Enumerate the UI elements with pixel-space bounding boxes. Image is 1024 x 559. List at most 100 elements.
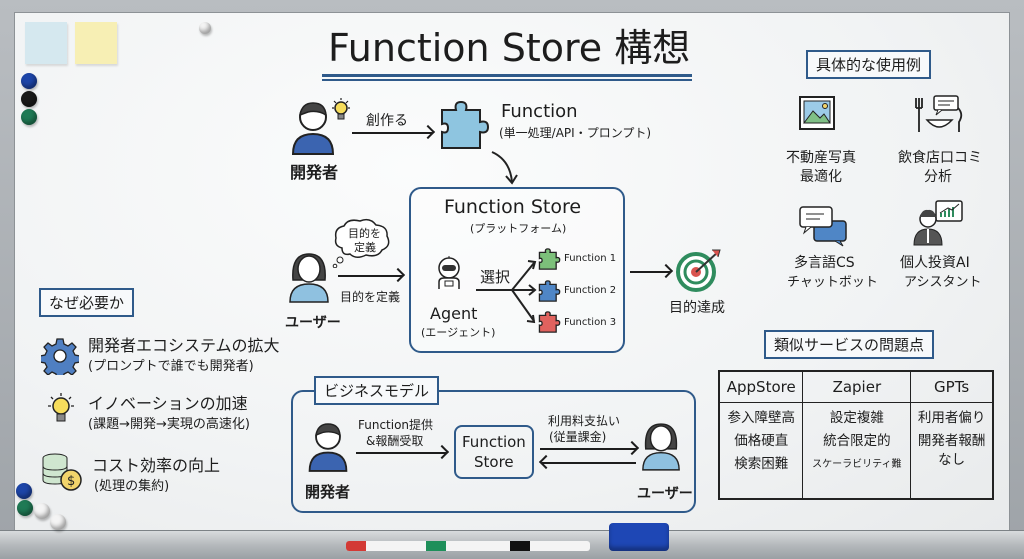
use-case-2-line-2: 分析 xyxy=(924,169,952,185)
zapier-issues: 設定複雑 統合限定的 スケーラビリティ難 xyxy=(802,401,912,500)
use-case-1-line-2: 最適化 xyxy=(800,169,842,185)
use-case-1-line-1: 不動産写真 xyxy=(786,150,856,166)
gpts-issues: 利用者偏り 開発者報酬 なし xyxy=(910,401,994,500)
bm-user-label: ユーザー xyxy=(637,486,693,502)
pay-line-2: (従量課金) xyxy=(549,430,607,444)
function-2-label: Function 2 xyxy=(564,285,617,296)
use-case-4-line-1: 個人投資AI xyxy=(900,255,970,271)
comparison-table: AppStore Zapier GPTs 参入障壁高 価格硬直 検索困難 設定複… xyxy=(718,370,994,500)
cell: なし xyxy=(938,451,966,468)
define-goal-label: 目的を定義 xyxy=(340,290,401,304)
store-title: Function Store xyxy=(444,196,582,218)
provide-line-2: &報酬受取 xyxy=(366,434,424,448)
page-title: Function Store 構想 xyxy=(328,26,691,70)
cell: 設定複雑 xyxy=(829,409,884,426)
bm-function-store-box xyxy=(454,425,534,479)
user-label: ユーザー xyxy=(285,315,341,331)
puzzle-piece-blue-icon xyxy=(538,280,562,306)
puzzle-piece-icon xyxy=(440,100,492,154)
thought-bubble xyxy=(332,218,392,272)
use-cases-header: 具体的な使用例 xyxy=(806,50,932,79)
robot-agent-icon xyxy=(434,256,464,294)
why-item-2-title: イノベーションの加速 xyxy=(88,394,248,413)
goal-achieved-label: 目的達成 xyxy=(669,300,725,316)
why-item-2-sub: (課題→開発→実現の高速化) xyxy=(88,417,250,432)
use-case-2-line-1: 飲食店口コミ xyxy=(898,150,982,166)
business-model-header: ビジネスモデル xyxy=(314,376,440,405)
puzzle-piece-red-icon xyxy=(538,311,562,337)
svg-text:$: $ xyxy=(67,474,75,489)
lightbulb-icon xyxy=(330,98,352,128)
goal-arrow xyxy=(630,271,670,273)
cell: 検索困難 xyxy=(734,455,789,472)
magnet-blue xyxy=(16,483,32,499)
eraser[interactable] xyxy=(609,523,669,551)
thought-line-1: 目的を xyxy=(348,227,381,240)
magnet-black xyxy=(21,91,37,107)
appstore-issues: 参入障壁高 価格硬直 検索困難 xyxy=(718,401,804,500)
target-icon xyxy=(676,248,722,296)
why-item-3-title: コスト効率の向上 xyxy=(92,456,221,475)
function-3-label: Function 3 xyxy=(564,317,617,328)
create-label: 創作る xyxy=(366,113,408,129)
business-model-box xyxy=(291,390,696,513)
gear-icon xyxy=(39,337,81,380)
magnet-white xyxy=(34,503,50,519)
magnet-white xyxy=(50,514,66,530)
user-avatar xyxy=(287,250,331,308)
developer-avatar xyxy=(305,421,351,477)
investor-chart-icon xyxy=(912,199,964,251)
use-case-4-line-2: アシスタント xyxy=(904,275,982,290)
chat-icon xyxy=(798,205,850,251)
magnet-white xyxy=(199,22,211,34)
magnet-blue xyxy=(21,73,37,89)
agent-sublabel: (エージェント) xyxy=(421,326,496,339)
cell: スケーラビリティ難 xyxy=(812,458,902,470)
why-item-1-sub: (プロンプトで誰でも開発者) xyxy=(88,359,254,374)
bm-developer-label: 開発者 xyxy=(305,483,351,501)
why-header: なぜ必要か xyxy=(39,288,135,317)
use-case-3-line-1: 多言語CS xyxy=(794,255,855,271)
function-title: Function xyxy=(501,101,578,122)
provide-arrow xyxy=(356,452,446,454)
cell: 参入障壁高 xyxy=(727,409,795,426)
black-marker[interactable] xyxy=(510,541,590,551)
bm-store-line-2: Store xyxy=(474,453,514,471)
sticky-note-yellow xyxy=(75,22,117,64)
magnet-green xyxy=(17,500,33,516)
cell: 利用者偏り xyxy=(917,409,986,426)
lightbulb-icon xyxy=(45,392,77,432)
service-arrow xyxy=(542,462,636,464)
title-underline xyxy=(322,79,692,81)
magnet-green xyxy=(21,109,37,125)
developer-label: 開発者 xyxy=(290,163,339,182)
puzzle-piece-green-icon xyxy=(538,248,562,274)
select-label: 選択 xyxy=(480,268,511,286)
restaurant-review-icon xyxy=(912,94,964,138)
red-marker[interactable] xyxy=(346,541,436,551)
create-arrow xyxy=(352,132,432,134)
thought-line-2: 定義 xyxy=(354,241,376,254)
column-header-appstore: AppStore xyxy=(718,370,804,403)
title-underline xyxy=(322,74,692,77)
developer-avatar xyxy=(288,100,338,160)
green-marker[interactable] xyxy=(426,541,516,551)
pay-arrow xyxy=(540,448,636,450)
curved-arrow-down xyxy=(490,150,520,190)
cell: 開発者報酬 xyxy=(917,432,986,449)
cell: 統合限定的 xyxy=(823,432,891,449)
bm-store-line-1: Function xyxy=(462,433,526,451)
photo-icon xyxy=(799,96,835,134)
provide-line-1: Function提供 xyxy=(358,418,434,432)
column-header-gpts: GPTs xyxy=(910,370,994,403)
function-1-label: Function 1 xyxy=(564,253,617,264)
coins-icon: $ xyxy=(41,450,83,496)
define-goal-arrow xyxy=(338,275,402,277)
use-case-3-line-2: チャットボット xyxy=(787,275,878,290)
problems-header: 類似サービスの問題点 xyxy=(764,330,935,359)
agent-label: Agent xyxy=(430,304,478,323)
sticky-note-blue xyxy=(25,22,67,64)
branching-arrows xyxy=(476,255,538,335)
why-item-3-sub: (処理の集約) xyxy=(94,479,170,494)
user-avatar xyxy=(640,420,682,476)
